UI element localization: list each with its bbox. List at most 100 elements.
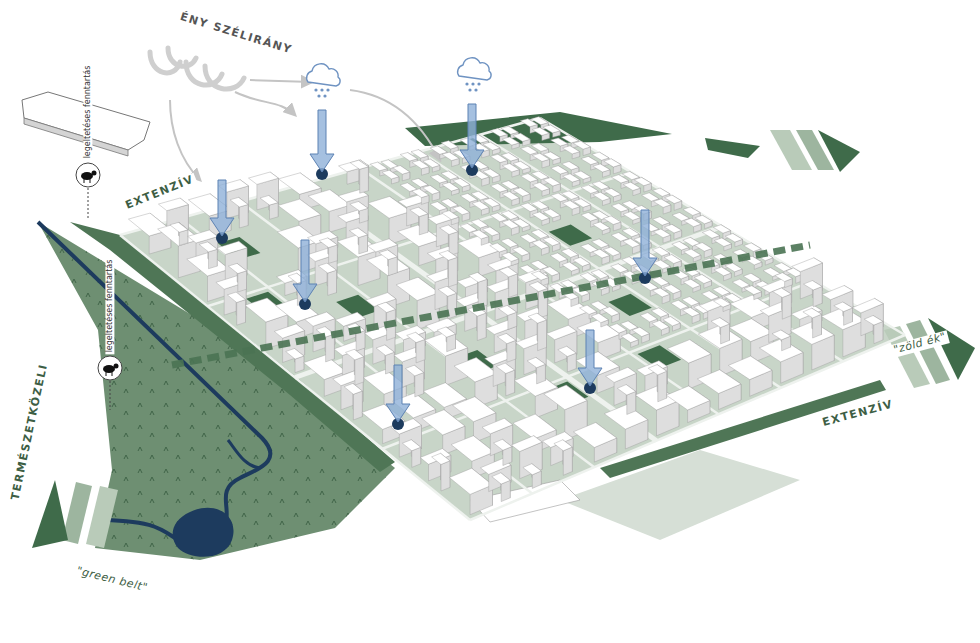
building-roof — [684, 249, 701, 258]
building — [711, 318, 730, 344]
building — [527, 357, 545, 384]
building-roof — [804, 281, 823, 290]
building-roof — [573, 423, 616, 448]
building — [621, 333, 638, 347]
district-ground — [560, 450, 800, 540]
building-side — [329, 245, 338, 264]
rain-drop — [474, 88, 477, 91]
building-roof — [653, 260, 670, 269]
building-roof — [407, 332, 425, 342]
building-side — [386, 352, 395, 374]
building — [803, 308, 822, 338]
building-roof — [652, 277, 669, 286]
building-roof — [652, 247, 669, 256]
building — [543, 178, 560, 193]
building-roof — [604, 405, 648, 430]
wind-arrow — [235, 92, 295, 115]
building — [632, 327, 649, 343]
leader-line — [110, 381, 111, 410]
building — [158, 223, 201, 278]
building-roof — [376, 345, 394, 356]
sheep-legs — [106, 372, 112, 376]
building-roof — [513, 133, 530, 141]
building-roof — [318, 263, 336, 273]
building — [350, 160, 368, 193]
building-roof — [729, 319, 773, 342]
building-roof — [501, 126, 518, 134]
river — [38, 222, 270, 544]
building-roof — [623, 182, 640, 190]
building-side — [782, 294, 791, 319]
building-roof — [759, 339, 803, 362]
building-roof — [502, 137, 519, 145]
building-roof — [492, 473, 510, 484]
building-roof — [592, 239, 609, 248]
building-side — [360, 167, 369, 193]
building-side — [563, 447, 572, 475]
building — [634, 177, 651, 192]
building — [672, 213, 689, 226]
green-corridor — [172, 245, 810, 365]
building — [573, 423, 616, 463]
building-roof — [604, 159, 621, 167]
building — [410, 207, 428, 235]
building-roof — [563, 146, 580, 154]
street — [480, 135, 843, 362]
building-side — [813, 314, 822, 338]
extensive-strip — [70, 222, 395, 472]
building — [407, 332, 425, 363]
building — [382, 170, 399, 184]
building — [623, 182, 640, 196]
building — [834, 302, 853, 325]
building-roof — [772, 330, 791, 340]
building — [574, 171, 591, 183]
building-roof — [834, 302, 853, 312]
building — [350, 202, 368, 224]
building-roof — [494, 439, 512, 450]
building-roof — [350, 160, 368, 169]
building-roof — [543, 178, 560, 187]
rain-arrow — [578, 330, 602, 386]
map-label: legeltetéses fenntartás — [105, 258, 114, 355]
building-side — [441, 461, 450, 491]
building-side — [359, 235, 368, 254]
building — [728, 356, 772, 396]
building — [405, 365, 423, 397]
building-roof — [531, 230, 548, 239]
rain-arrow — [460, 104, 484, 168]
building-roof — [382, 170, 399, 179]
building-roof — [402, 440, 420, 451]
building-roof — [471, 219, 488, 228]
rain-arrow — [310, 110, 334, 172]
building — [513, 219, 530, 232]
icon-circle — [76, 163, 100, 187]
building-roof — [543, 152, 560, 160]
building-roof — [732, 279, 749, 288]
wind-swirl — [168, 48, 196, 66]
rain-drop — [471, 82, 474, 85]
building-roof — [682, 297, 699, 306]
building-roof — [512, 247, 529, 256]
building-roof — [158, 223, 201, 246]
building-side — [415, 373, 424, 397]
building — [725, 263, 742, 277]
building — [563, 146, 580, 159]
building — [648, 365, 667, 402]
building-roof — [469, 272, 487, 282]
sheep-body — [103, 365, 115, 373]
building — [513, 161, 530, 174]
building-roof — [792, 258, 823, 272]
building-roof — [702, 230, 719, 239]
building-roof — [249, 172, 279, 184]
building-side — [239, 205, 248, 229]
building-roof — [513, 414, 556, 439]
reference-building-side — [24, 118, 128, 156]
building-roof — [442, 211, 459, 220]
building — [683, 237, 700, 250]
building-side — [270, 203, 279, 220]
building-roof — [551, 166, 568, 174]
map-label: EXTENZÍV — [819, 398, 896, 430]
building-roof — [543, 125, 560, 133]
building-roof — [531, 171, 548, 179]
